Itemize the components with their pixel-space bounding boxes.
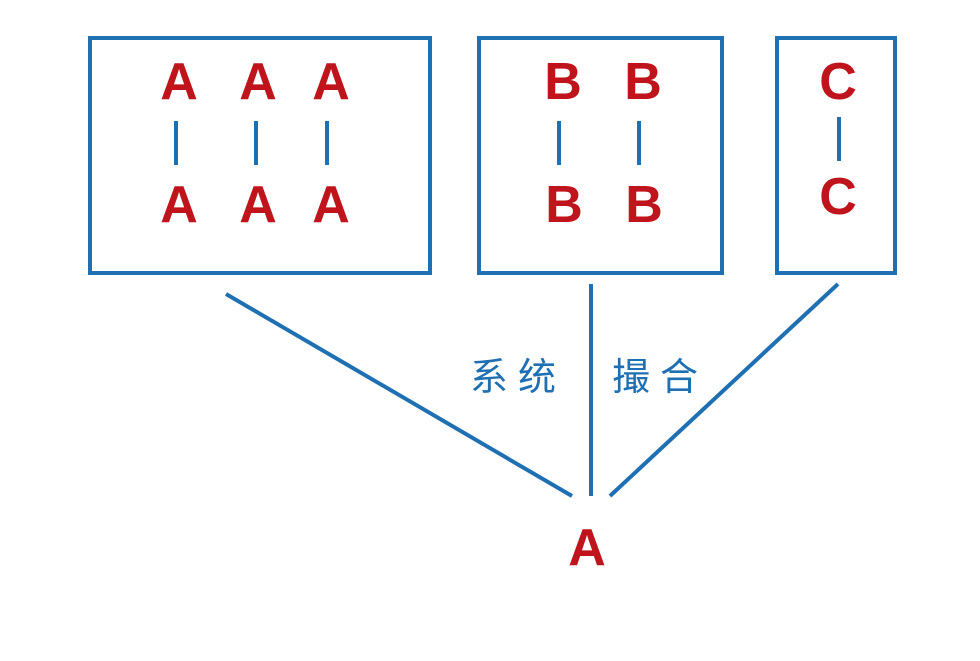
group-b-top-1: B xyxy=(544,53,582,111)
group-a-top-2: A xyxy=(239,53,277,111)
caption-right: 撮合 xyxy=(612,355,709,399)
connector-line-right xyxy=(608,282,840,498)
group-a-bottom-2: A xyxy=(239,176,277,234)
group-a-bottom-1: A xyxy=(160,176,198,234)
caption-left: 系统 xyxy=(470,355,567,399)
group-c-box xyxy=(775,36,897,275)
group-a-bottom-3: A xyxy=(312,176,350,234)
group-a-top-3: A xyxy=(312,53,350,111)
group-b-top-2: B xyxy=(624,53,662,111)
group-a-bond-1 xyxy=(174,121,178,165)
group-a-box xyxy=(88,36,432,275)
group-b-bottom-2: B xyxy=(625,176,663,234)
group-a-top-1: A xyxy=(160,53,198,111)
group-a-bond-2 xyxy=(254,121,258,165)
result-letter: A xyxy=(568,519,606,577)
group-c-bond-1 xyxy=(837,117,841,161)
group-b-box xyxy=(477,36,724,275)
group-a-bond-3 xyxy=(325,121,329,165)
group-c-top-1: C xyxy=(819,53,857,111)
connector-line-left xyxy=(224,292,574,498)
group-b-bond-1 xyxy=(557,121,561,165)
group-c-bottom-1: C xyxy=(819,168,857,226)
group-b-bottom-1: B xyxy=(545,176,583,234)
group-b-bond-2 xyxy=(637,121,641,165)
